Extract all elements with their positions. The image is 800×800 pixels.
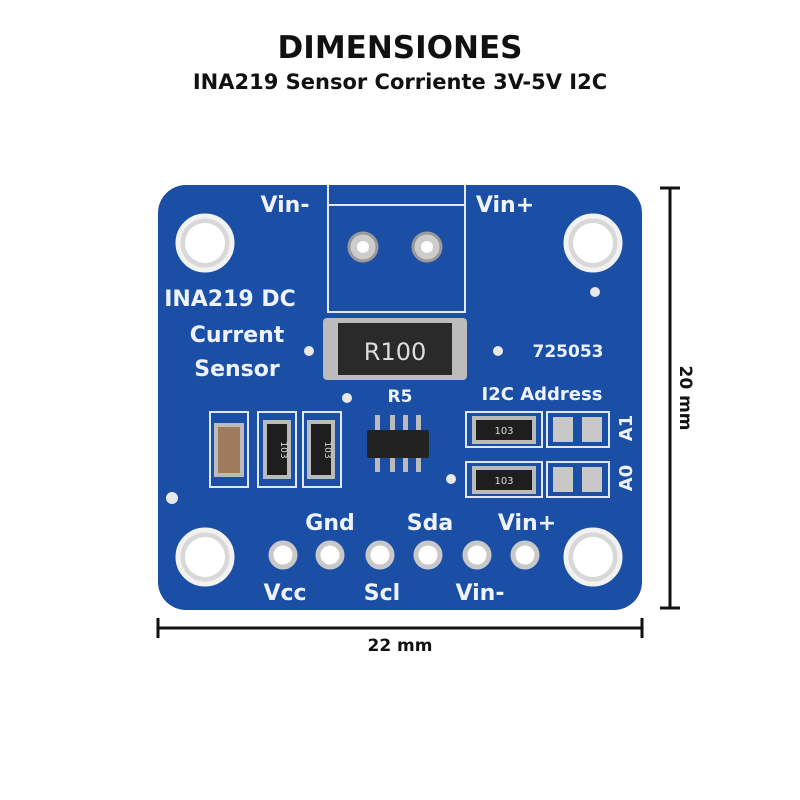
pin-label-vcc: Vcc xyxy=(263,581,306,606)
pin-label-vin-plus: Vin+ xyxy=(498,511,556,536)
terminal-holes xyxy=(347,231,443,263)
a0-label: A0 xyxy=(616,465,637,491)
smd-code: 103 xyxy=(494,476,513,487)
width-label: 22 mm xyxy=(367,636,432,656)
pcb-board xyxy=(158,185,642,610)
smd-code: 103 xyxy=(322,441,332,458)
capacitor xyxy=(214,423,244,477)
smd-outlines xyxy=(209,411,610,498)
board-name-line1: INA219 DC xyxy=(164,287,296,312)
shunt-label: R100 xyxy=(364,338,426,366)
resistor xyxy=(472,416,536,444)
ina219-chip xyxy=(367,415,429,472)
terminal-outline xyxy=(327,185,466,313)
width-dimension-line xyxy=(156,618,644,638)
resistor xyxy=(472,466,536,494)
header-pins xyxy=(268,540,540,570)
board-name-line2: Current xyxy=(190,323,285,348)
serial-number: 725053 xyxy=(533,342,604,362)
height-dimension-line xyxy=(660,186,680,610)
board-name-line3: Sensor xyxy=(194,357,280,382)
ref-r5: R5 xyxy=(388,387,413,407)
resistor xyxy=(263,420,291,479)
address-jumpers xyxy=(553,417,602,492)
pin-label-gnd: Gnd xyxy=(305,511,354,536)
i2c-address-label: I2C Address xyxy=(482,384,603,405)
height-label: 20 mm xyxy=(675,365,695,430)
pin-label-vin-minus: Vin- xyxy=(456,581,505,606)
title: DIMENSIONES xyxy=(277,30,523,66)
pin-label-scl: Scl xyxy=(364,581,400,606)
subtitle: INA219 Sensor Corriente 3V-5V I2C xyxy=(192,70,608,94)
resistor xyxy=(307,420,335,479)
smd-code: 103 xyxy=(494,426,513,437)
a1-label: A1 xyxy=(616,415,637,441)
pin-label-sda: Sda xyxy=(407,511,453,536)
label-vin-minus-top: Vin- xyxy=(261,193,310,218)
smd-code: 103 xyxy=(278,441,288,458)
label-vin-plus-top: Vin+ xyxy=(476,193,534,218)
